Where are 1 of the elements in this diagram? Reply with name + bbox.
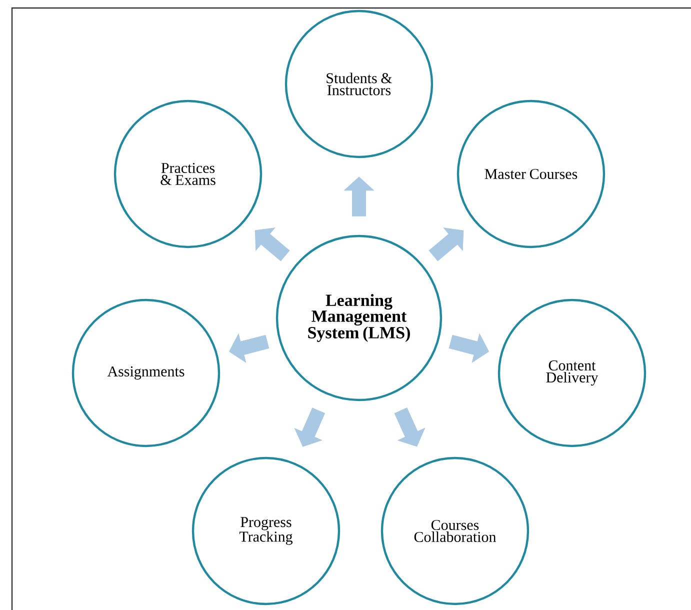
block-arrow — [428, 228, 464, 262]
